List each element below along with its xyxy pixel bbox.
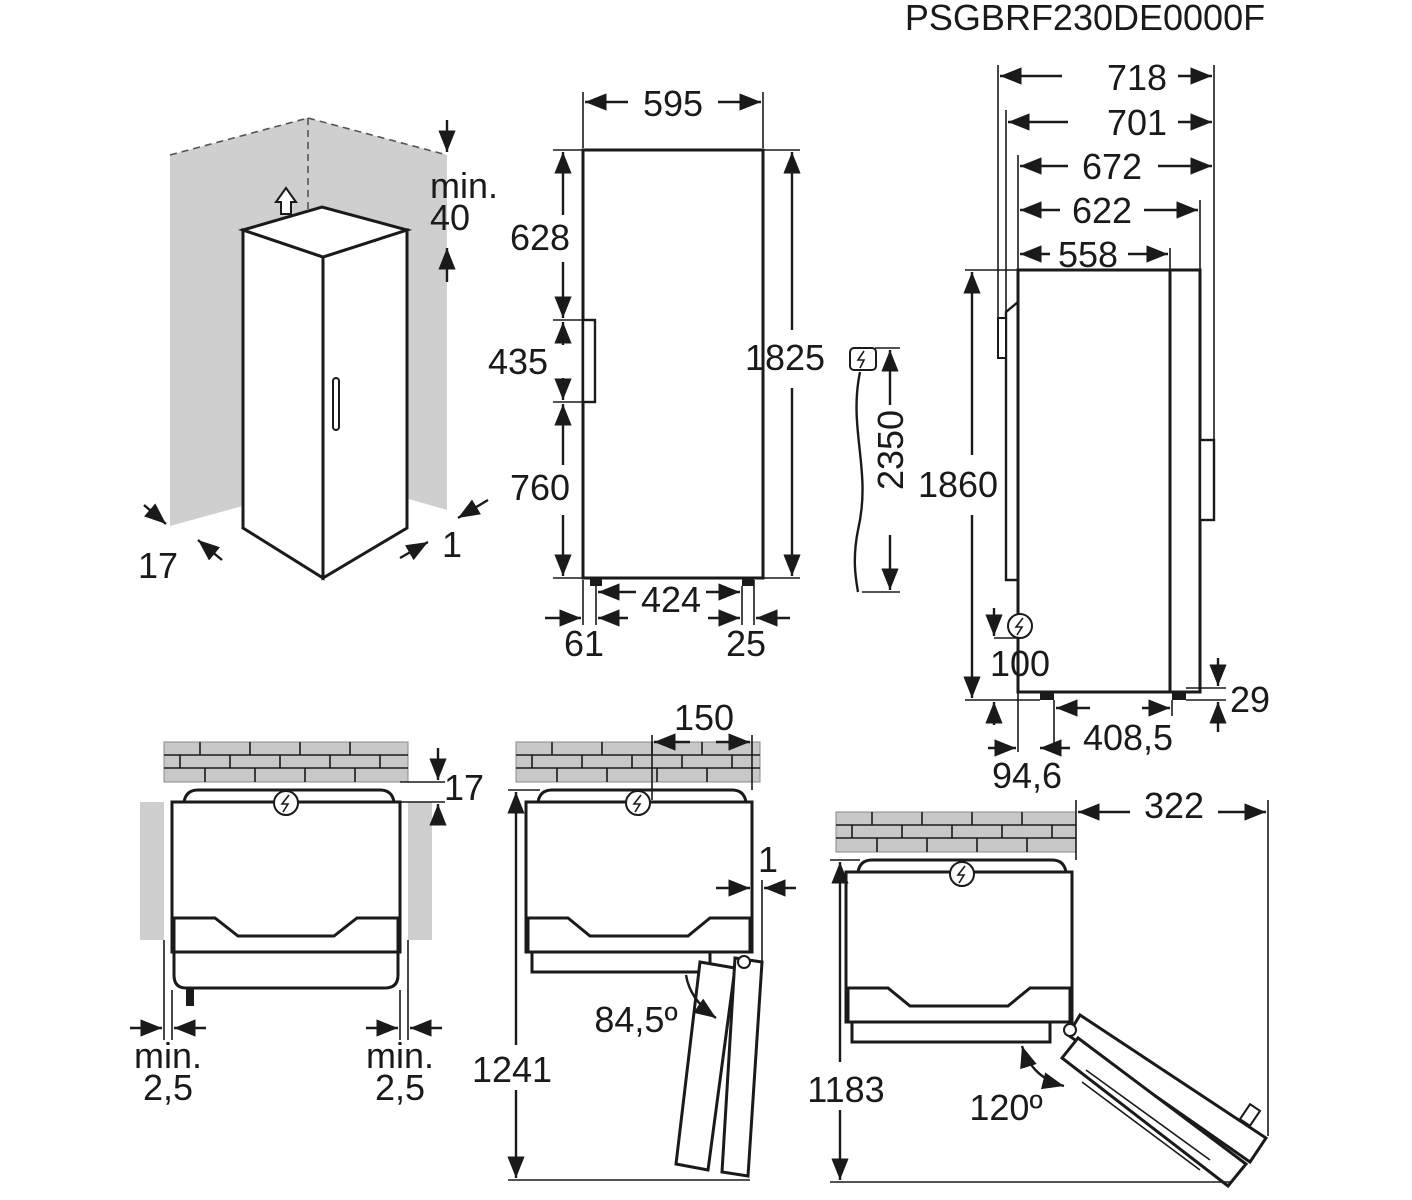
front-height-lower-label: 760	[510, 467, 570, 508]
side-cabinet	[1016, 268, 1172, 694]
front-foot-right-label: 25	[726, 623, 766, 664]
power-plug-icon	[625, 790, 651, 816]
top3-angle-label: 120º	[969, 1087, 1042, 1128]
top2-depth-label: 1241	[472, 1049, 552, 1090]
cable-length-label: 2350	[870, 410, 911, 490]
front-body	[581, 148, 765, 580]
top1-side-left-label-2: 2,5	[143, 1067, 193, 1108]
top-view-3: 322 120º 1183	[807, 785, 1269, 1189]
fridge-top	[237, 205, 413, 259]
front-handle	[581, 318, 597, 404]
power-plug-icon	[949, 861, 975, 887]
top-view-1: 17 min. 2,5 min. 2,5	[130, 741, 484, 1108]
back-wall-3	[835, 811, 1077, 853]
top2-gap-label: 1	[758, 839, 778, 880]
iso-view: min. 40 17 1	[138, 117, 498, 586]
top-view-2: 150 1 84,5º 1241	[472, 697, 796, 1181]
top-clearance-label-1: min.	[430, 165, 498, 206]
side-handle	[1198, 438, 1216, 522]
front-foot-left-label: 61	[564, 623, 604, 664]
up-arrow-icon	[274, 186, 298, 215]
front-view: 595 628 435 760 1825 424 61 25	[488, 83, 825, 664]
side-depth-body-label: 558	[1058, 234, 1118, 275]
top3-width-label: 322	[1144, 785, 1204, 826]
side-foot-span-label: 408,5	[1083, 717, 1173, 758]
front-feet-span-label: 424	[641, 579, 701, 620]
front-height-handle-label: 435	[488, 341, 548, 382]
fridge-side	[241, 227, 325, 581]
side-plug-height-label: 100	[990, 643, 1050, 684]
model-code: PSGBRF230DE0000F	[905, 0, 1265, 38]
top1-side-right-label-2: 2,5	[375, 1067, 425, 1108]
left-gap-label: 17	[138, 545, 178, 586]
top-clearance-label-2: 40	[430, 197, 470, 238]
top1-side-right-label-1: min.	[366, 1035, 434, 1076]
side-depth-4-label: 622	[1072, 190, 1132, 231]
right-gap-label: 1	[442, 524, 462, 565]
side-depth-total-label: 718	[1107, 57, 1167, 98]
side-door	[1168, 268, 1202, 694]
side-height-total-label: 1860	[918, 464, 998, 505]
side-foot-offset-label: 94,6	[992, 755, 1062, 796]
open-door-2	[674, 960, 737, 1172]
power-plug-icon	[849, 347, 877, 371]
side-condenser	[1004, 301, 1019, 582]
top1-wall-gap-label: 17	[444, 767, 484, 808]
front-height-total-label: 1825	[745, 337, 825, 378]
cable-view: 2350	[849, 347, 911, 593]
front-width-label: 595	[643, 83, 703, 124]
power-plug-icon	[1007, 613, 1033, 639]
top3-depth-label: 1183	[807, 1069, 884, 1110]
top1-side-left-label-1: min.	[134, 1035, 202, 1076]
side-view: 718 701 672 622 558 1860 100	[918, 57, 1270, 796]
power-plug-icon	[273, 790, 299, 816]
front-height-upper-label: 628	[510, 217, 570, 258]
side-depth-3-label: 672	[1082, 146, 1142, 187]
side-depth-2-label: 701	[1107, 102, 1167, 143]
side-foot-height-label: 29	[1230, 679, 1270, 720]
iso-handle	[332, 377, 340, 431]
top2-offset-label: 150	[674, 697, 734, 738]
top2-angle-label: 84,5º	[594, 999, 677, 1040]
